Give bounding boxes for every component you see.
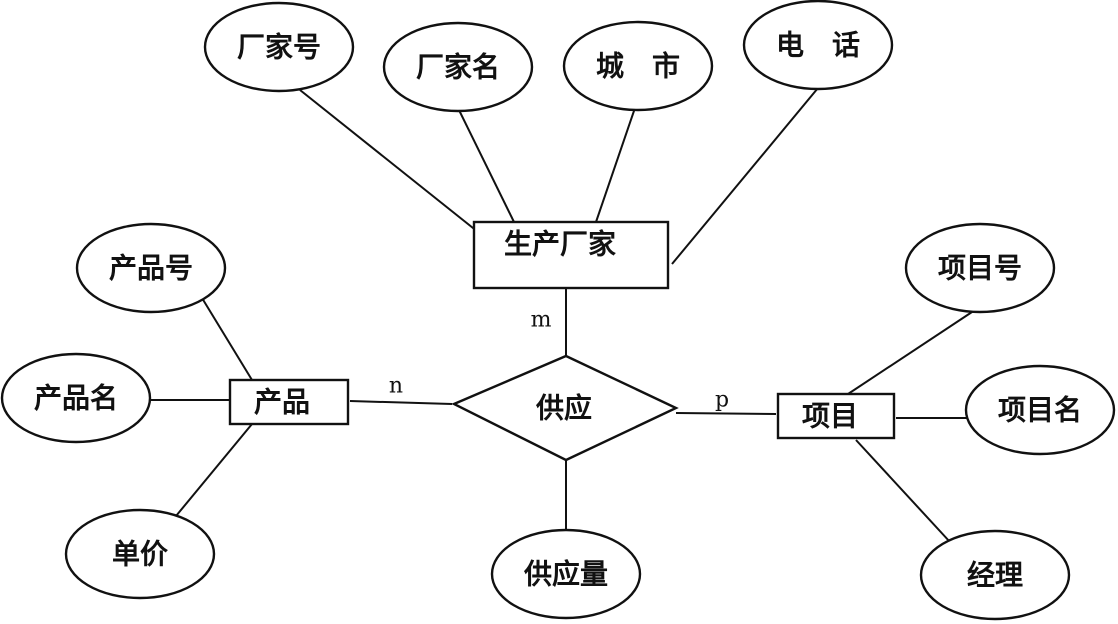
entity-label: 产品 bbox=[254, 386, 310, 419]
attribute-label: 单价 bbox=[112, 538, 169, 571]
attribute-phone: 电 话 bbox=[742, 0, 894, 91]
line-supply-project bbox=[675, 412, 777, 415]
line-project-no bbox=[847, 311, 973, 395]
relationship-supply: 供应 bbox=[451, 354, 679, 462]
line-product-no bbox=[201, 297, 253, 381]
line-product-supply bbox=[349, 400, 453, 405]
attribute-product-name: 产品名 bbox=[0, 352, 152, 444]
attribute-label: 供应量 bbox=[523, 558, 608, 591]
attribute-project-no: 项目号 bbox=[904, 222, 1056, 314]
cardinality-project: p bbox=[715, 388, 729, 413]
cardinality-product: n bbox=[389, 374, 403, 399]
attribute-manufacturer-name: 厂家名 bbox=[382, 21, 534, 113]
entity-product: 产品 bbox=[228, 378, 350, 426]
attribute-product-no: 产品号 bbox=[75, 222, 227, 314]
attribute-label: 电 话 bbox=[776, 29, 860, 62]
attribute-unit-price: 单价 bbox=[64, 508, 216, 600]
entity-manufacturer: 生产厂家 bbox=[472, 220, 670, 290]
attribute-label: 产品名 bbox=[34, 382, 118, 415]
attribute-project-name: 项目名 bbox=[964, 364, 1116, 456]
entity-label: 项目 bbox=[802, 400, 858, 433]
line-manager bbox=[855, 439, 951, 543]
line-city bbox=[595, 104, 637, 223]
attribute-city: 城 市 bbox=[562, 20, 714, 112]
line-manufacturer-name bbox=[457, 107, 515, 223]
attribute-manufacturer-no: 厂家号 bbox=[203, 1, 355, 93]
line-unit-price bbox=[175, 423, 253, 517]
line-phone bbox=[671, 87, 819, 265]
entity-label: 生产厂家 bbox=[504, 228, 616, 261]
attribute-label: 城 市 bbox=[596, 50, 680, 83]
connector-lines bbox=[150, 87, 973, 543]
cardinality-manufacturer: m bbox=[531, 308, 552, 333]
attribute-label: 厂家名 bbox=[416, 51, 500, 84]
attribute-manager: 经理 bbox=[919, 529, 1071, 621]
line-manufacturer-no bbox=[299, 89, 479, 233]
attribute-label: 项目名 bbox=[998, 394, 1082, 427]
attribute-label: 厂家号 bbox=[237, 31, 321, 64]
attribute-label: 经理 bbox=[967, 559, 1023, 592]
attribute-label: 项目号 bbox=[938, 252, 1022, 285]
attribute-supply-qty: 供应量 bbox=[490, 528, 642, 620]
entity-project: 项目 bbox=[776, 392, 896, 440]
attribute-label: 产品号 bbox=[109, 252, 193, 285]
relationship-label: 供应 bbox=[535, 392, 592, 425]
